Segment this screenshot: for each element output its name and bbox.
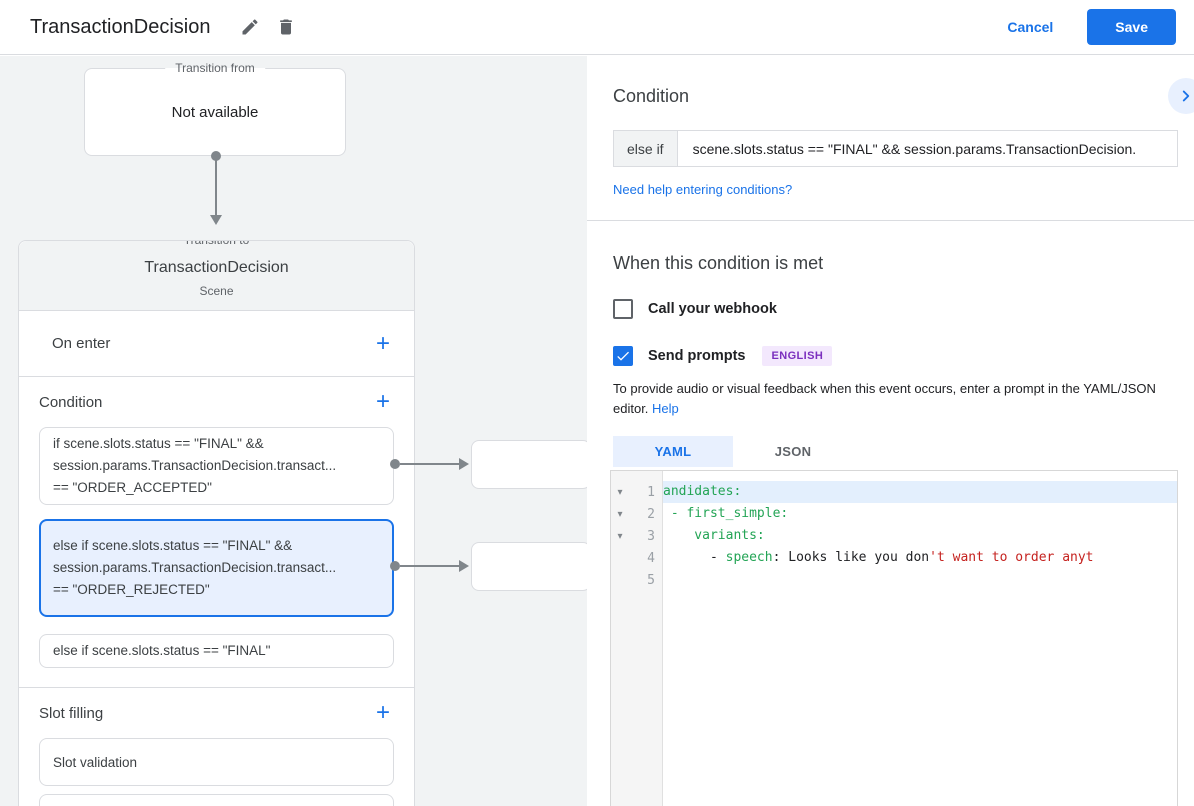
condition-prefix-label: else if	[613, 130, 678, 167]
editor-line[interactable]: - speech: Looks like you don't want to o…	[663, 547, 1177, 569]
page-title: TransactionDecision	[30, 15, 211, 38]
transition-from-box: Transition from Not available	[84, 60, 346, 156]
transition-target-box-2[interactable]	[471, 542, 587, 591]
condition-section: Condition + if scene.slots.status == "FI…	[19, 377, 414, 688]
panel-title: Condition	[613, 86, 690, 106]
feedback-text: To provide audio or visual feedback when…	[613, 381, 1156, 416]
send-prompts-row: Send prompts ENGLISH	[613, 346, 1178, 366]
fold-arrow-icon[interactable]: ▾	[617, 486, 623, 498]
delete-scene-button[interactable]	[268, 9, 304, 45]
webhook-row: Call your webhook	[613, 299, 1178, 319]
send-prompts-label: Send prompts	[648, 348, 746, 364]
add-slot-button[interactable]: +	[372, 701, 394, 725]
editor-line[interactable]	[663, 569, 1177, 591]
code-token-plain: -	[663, 550, 726, 565]
condition-editor-panel: Condition else if Need help entering con…	[587, 56, 1194, 806]
slot-card-partial[interactable]	[39, 794, 394, 806]
tab-yaml[interactable]: YAML	[613, 436, 733, 467]
transition-from-label: Transition from	[165, 60, 265, 76]
gutter-row: ▾1	[611, 481, 662, 503]
condition-expression-input[interactable]	[676, 130, 1178, 167]
top-bar: TransactionDecision Cancel Save	[0, 0, 1194, 55]
editor-line[interactable]: variants:	[663, 525, 1177, 547]
checkmark-icon	[617, 351, 629, 361]
code-token-key: variants:	[663, 528, 765, 543]
condition-card-order-rejected[interactable]: else if scene.slots.status == "FINAL" &&…	[39, 519, 394, 617]
collapse-panel-button[interactable]	[1168, 78, 1194, 114]
code-token-key: speech	[725, 550, 773, 565]
condition-input-group: else if	[613, 130, 1178, 167]
code-token-string: 't want to order anyt	[929, 550, 1094, 565]
editor-tabs: YAML JSON	[613, 436, 1178, 467]
on-enter-label: On enter	[52, 335, 111, 352]
gutter-row: ▾2	[611, 503, 662, 525]
chevron-right-icon	[1182, 90, 1190, 102]
slot-filling-section: Slot filling + Slot validation	[19, 688, 414, 806]
fold-arrow-icon[interactable]: ▾	[617, 530, 623, 542]
gutter-row: 5	[611, 569, 662, 591]
condition-card-order-accepted[interactable]: if scene.slots.status == "FINAL" && sess…	[39, 427, 394, 505]
line-number: 4	[647, 550, 655, 566]
on-enter-section: On enter +	[19, 311, 414, 377]
language-badge: ENGLISH	[762, 346, 833, 366]
code-token-plain: : Looks like you don	[772, 550, 930, 565]
scene-header: TransactionDecision Scene	[19, 241, 414, 311]
pencil-icon	[242, 19, 258, 35]
line-number: 3	[647, 528, 655, 544]
transition-to-card: Transition to TransactionDecision Scene …	[18, 240, 415, 806]
send-prompts-checkbox[interactable]	[613, 346, 633, 366]
gutter-row: 4	[611, 547, 662, 569]
panel-divider	[587, 220, 1194, 221]
trash-icon	[280, 19, 293, 35]
slot-filling-label: Slot filling	[39, 704, 104, 722]
flow-diagram-area: Transition from Not available Transition…	[0, 56, 587, 806]
slot-validation-card[interactable]: Slot validation	[39, 738, 394, 786]
line-number: 5	[647, 572, 655, 588]
tab-json[interactable]: JSON	[774, 444, 812, 459]
call-webhook-checkbox[interactable]	[613, 299, 633, 319]
editor-code-area[interactable]: andidates: - first_simple: variants: - s…	[663, 471, 1177, 806]
code-token-key: - first_simple:	[663, 506, 789, 521]
transition-target-box-1[interactable]	[471, 440, 587, 489]
transition-to-label: Transition to	[173, 241, 260, 248]
gutter-row: ▾3	[611, 525, 662, 547]
scene-type-label: Scene	[199, 284, 234, 298]
fold-arrow-icon[interactable]: ▾	[617, 508, 623, 520]
when-condition-met-title: When this condition is met	[613, 253, 824, 273]
feedback-instructions: To provide audio or visual feedback when…	[613, 379, 1178, 419]
condition-card-final[interactable]: else if scene.slots.status == "FINAL"	[39, 634, 394, 668]
save-button[interactable]: Save	[1087, 9, 1176, 45]
scene-name: TransactionDecision	[144, 259, 289, 276]
help-link[interactable]: Help	[652, 401, 679, 416]
add-on-enter-button[interactable]: +	[372, 331, 394, 356]
call-webhook-label: Call your webhook	[648, 301, 777, 317]
code-token-key: andidates:	[663, 484, 742, 499]
transition-from-value: Not available	[171, 103, 259, 121]
line-number: 2	[647, 506, 655, 522]
line-number: 1	[647, 484, 655, 500]
condition-section-label: Condition	[39, 393, 103, 411]
edit-scene-button[interactable]	[232, 9, 268, 45]
editor-line[interactable]: andidates:	[663, 481, 1177, 503]
editor-line[interactable]: - first_simple:	[663, 503, 1177, 525]
condition-help-link[interactable]: Need help entering conditions?	[613, 182, 793, 197]
add-condition-button[interactable]: +	[372, 390, 394, 414]
cancel-button[interactable]: Cancel	[1007, 19, 1054, 35]
